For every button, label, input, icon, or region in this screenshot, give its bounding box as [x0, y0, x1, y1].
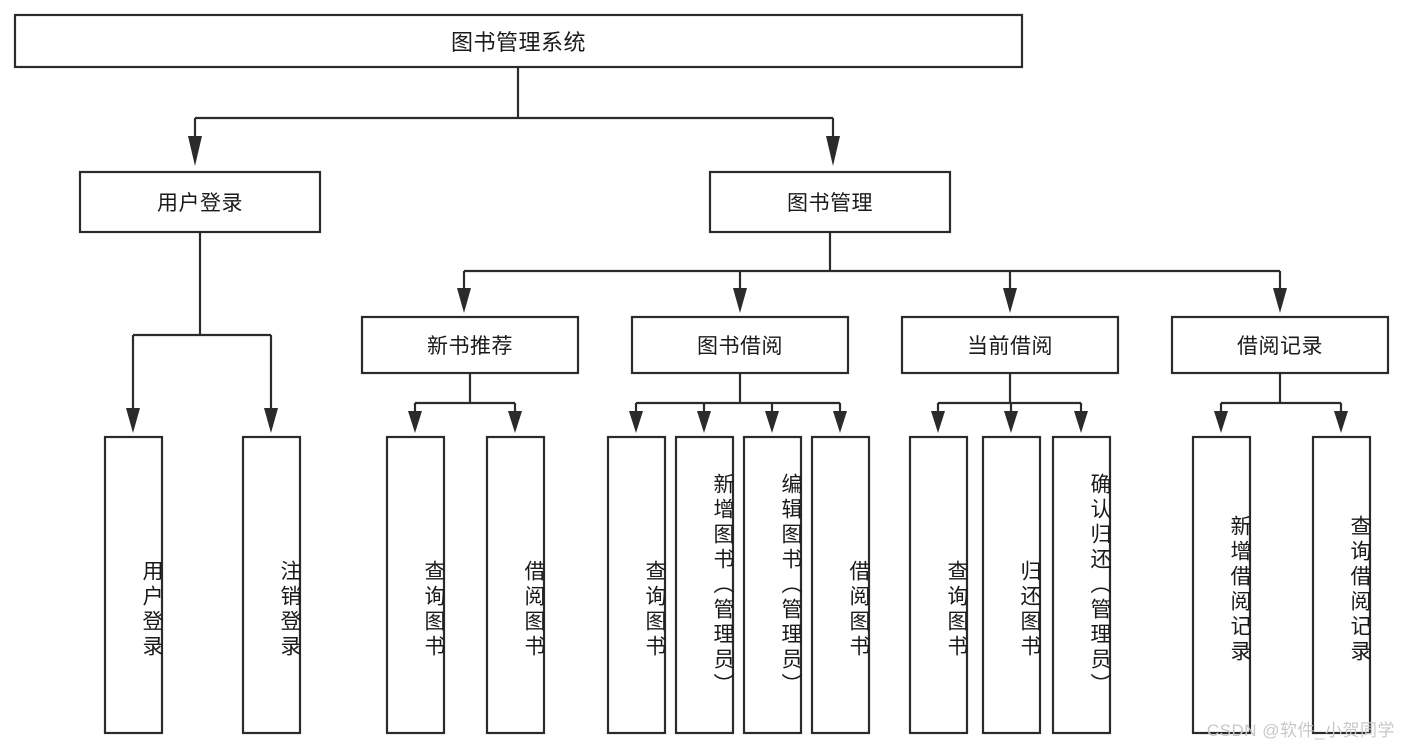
node-box-leaf-logout[interactable] — [241, 435, 302, 735]
connector-user-login-to-leaves — [126, 232, 278, 433]
node-box-root[interactable] — [13, 13, 1024, 69]
node-box-book-manage[interactable] — [708, 170, 952, 234]
node-box-leaf-add-record[interactable] — [1191, 435, 1252, 735]
node-box-leaf-add-book[interactable] — [674, 435, 735, 735]
node-box-current-borrow[interactable] — [900, 315, 1120, 375]
node-box-book-borrow[interactable] — [630, 315, 850, 375]
node-box-leaf-user-login[interactable] — [103, 435, 164, 735]
connector-new-book-rec-to-leaves — [408, 373, 522, 433]
connector-borrow-record-to-leaves — [1214, 373, 1348, 433]
node-box-leaf-query-book[interactable] — [606, 435, 667, 735]
node-box-user-login[interactable] — [78, 170, 322, 234]
connector-root-to-level1 — [188, 67, 840, 166]
connector-current-borrow-to-leaves — [931, 373, 1088, 433]
node-box-leaf-borrow-book-rec[interactable] — [485, 435, 546, 735]
node-box-leaf-edit-book[interactable] — [742, 435, 803, 735]
node-box-leaf-confirm-return[interactable] — [1051, 435, 1112, 735]
node-box-leaf-borrow-book[interactable] — [810, 435, 871, 735]
node-box-leaf-query-book-cur[interactable] — [908, 435, 969, 735]
connector-book-borrow-to-leaves — [629, 373, 847, 433]
node-box-leaf-query-book-rec[interactable] — [385, 435, 446, 735]
connector-book-manage-to-level2 — [457, 232, 1287, 313]
node-box-new-book-rec[interactable] — [360, 315, 580, 375]
node-box-borrow-record[interactable] — [1170, 315, 1390, 375]
node-box-leaf-query-record[interactable] — [1311, 435, 1372, 735]
node-box-leaf-return-book[interactable] — [981, 435, 1042, 735]
